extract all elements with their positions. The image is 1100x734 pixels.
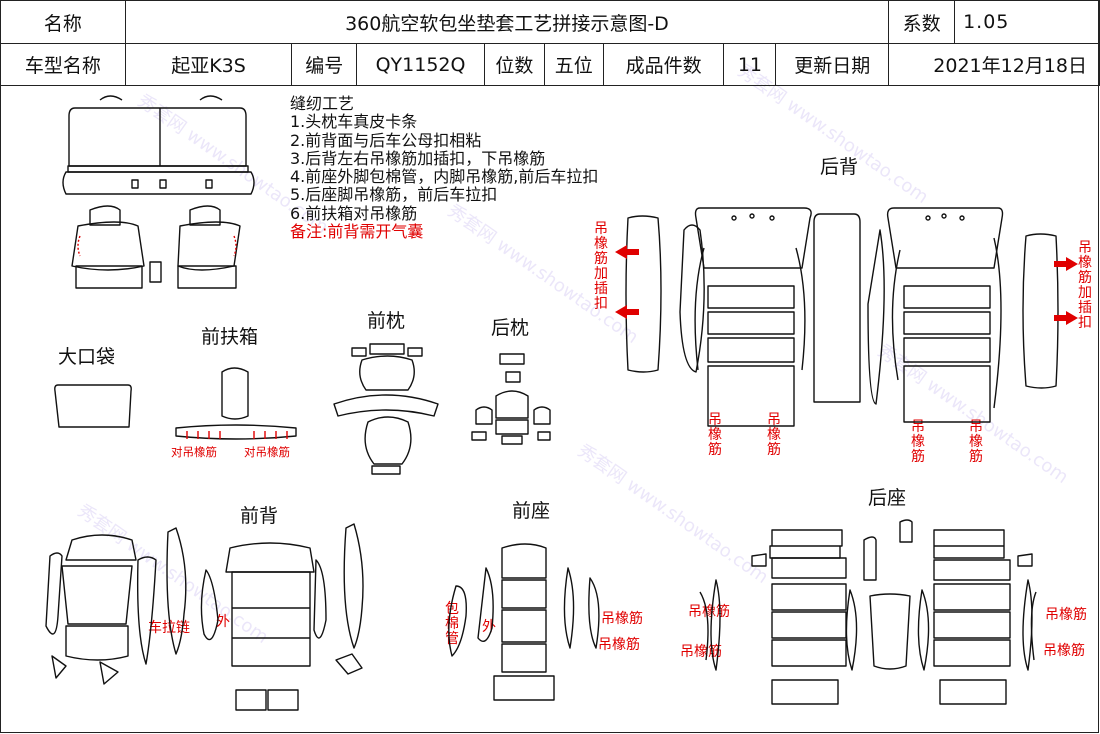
annotation-front-seat-hang-2: 吊橡筋 xyxy=(598,637,640,653)
label-front-armrest: 前扶箱 xyxy=(201,326,259,348)
label-big-pocket: 大口袋 xyxy=(58,346,116,368)
annotation-hang-clip-left: 吊橡筋加插扣 xyxy=(594,221,608,312)
annotation-zipper: 车拉链 xyxy=(148,620,190,636)
label-rear-seat: 后座 xyxy=(868,487,907,509)
label-rear-pillow: 后枕 xyxy=(491,317,530,339)
notes-item: 3.后背左右吊橡筋加插扣，下吊橡筋 xyxy=(290,148,546,168)
code-value: QY1152Q xyxy=(356,43,485,86)
annotation-front-seat-hang-1: 吊橡筋 xyxy=(601,611,643,627)
notes-remark: 备注:前背需开气囊 xyxy=(290,222,424,242)
annotation-armrest-hang-1: 对吊橡筋 xyxy=(171,445,217,459)
notes-item: 6.前扶箱对吊橡筋 xyxy=(290,203,418,223)
seats-value: 五位 xyxy=(543,43,604,86)
pieces-value: 11 xyxy=(723,43,777,86)
notes-heading: 缝纫工艺 xyxy=(290,94,355,113)
page-title: 360航空软包坐垫套工艺拼接示意图-D xyxy=(124,0,890,44)
notes-item: 5.后座脚吊橡筋，前后车拉扣 xyxy=(290,185,498,205)
notes-item: 4.前座外脚包棉管，内脚吊橡筋,前后车拉扣 xyxy=(290,167,599,187)
name-label: 名称 xyxy=(0,0,126,44)
annotation-armrest-hang-2: 对吊橡筋 xyxy=(244,445,290,459)
annotation-hang-rubber: 吊橡筋 xyxy=(969,419,983,465)
model-label: 车型名称 xyxy=(0,43,126,86)
label-front-back: 前背 xyxy=(240,505,279,527)
coef-value: 1.05 xyxy=(954,0,1100,44)
notes-item: 2.前背面与后车公母扣相粘 xyxy=(290,130,482,150)
annotation-hang-rubber: 吊橡筋 xyxy=(767,412,781,458)
date-label: 更新日期 xyxy=(775,43,890,86)
annotation-hang-rubber: 吊橡筋 xyxy=(708,412,722,458)
pieces-label: 成品件数 xyxy=(602,43,725,86)
front-pillow-pieces xyxy=(333,343,439,475)
annotation-outer: 外 xyxy=(216,614,230,630)
big-pocket-piece xyxy=(54,384,132,428)
label-front-seat: 前座 xyxy=(512,500,551,522)
label-back-rear: 后背 xyxy=(820,156,859,178)
front-back-pieces xyxy=(45,523,364,711)
rear-back-pieces xyxy=(615,207,1078,427)
front-armrest-pieces xyxy=(175,367,297,440)
seats-label: 位数 xyxy=(483,43,545,86)
annotation-rear-seat-hang-3: 吊橡筋 xyxy=(1045,607,1087,623)
header-table: 名称 360航空软包坐垫套工艺拼接示意图-D 系数 1.05 车型名称 起亚K3… xyxy=(0,0,1100,86)
front-seat-pieces xyxy=(448,543,600,701)
seat-overview-diagram xyxy=(62,95,255,289)
rear-pillow-pieces xyxy=(471,353,551,445)
annotation-hang-clip-right: 吊橡筋加插扣 xyxy=(1078,240,1092,331)
sewing-notes: 缝纫工艺 1.头枕车真皮卡条 2.前背面与后车公母扣相粘 3.后背左右吊橡筋加插… xyxy=(290,94,599,242)
code-label: 编号 xyxy=(291,43,358,86)
label-front-pillow: 前枕 xyxy=(367,310,406,332)
notes-item: 1.头枕车真皮卡条 xyxy=(290,112,418,132)
date-value: 2021年12月18日 xyxy=(888,43,1100,86)
annotation-rear-seat-hang-4: 吊橡筋 xyxy=(1043,643,1085,659)
rear-seat-pieces xyxy=(699,519,1037,705)
annotation-hang-rubber: 吊橡筋 xyxy=(911,419,925,465)
